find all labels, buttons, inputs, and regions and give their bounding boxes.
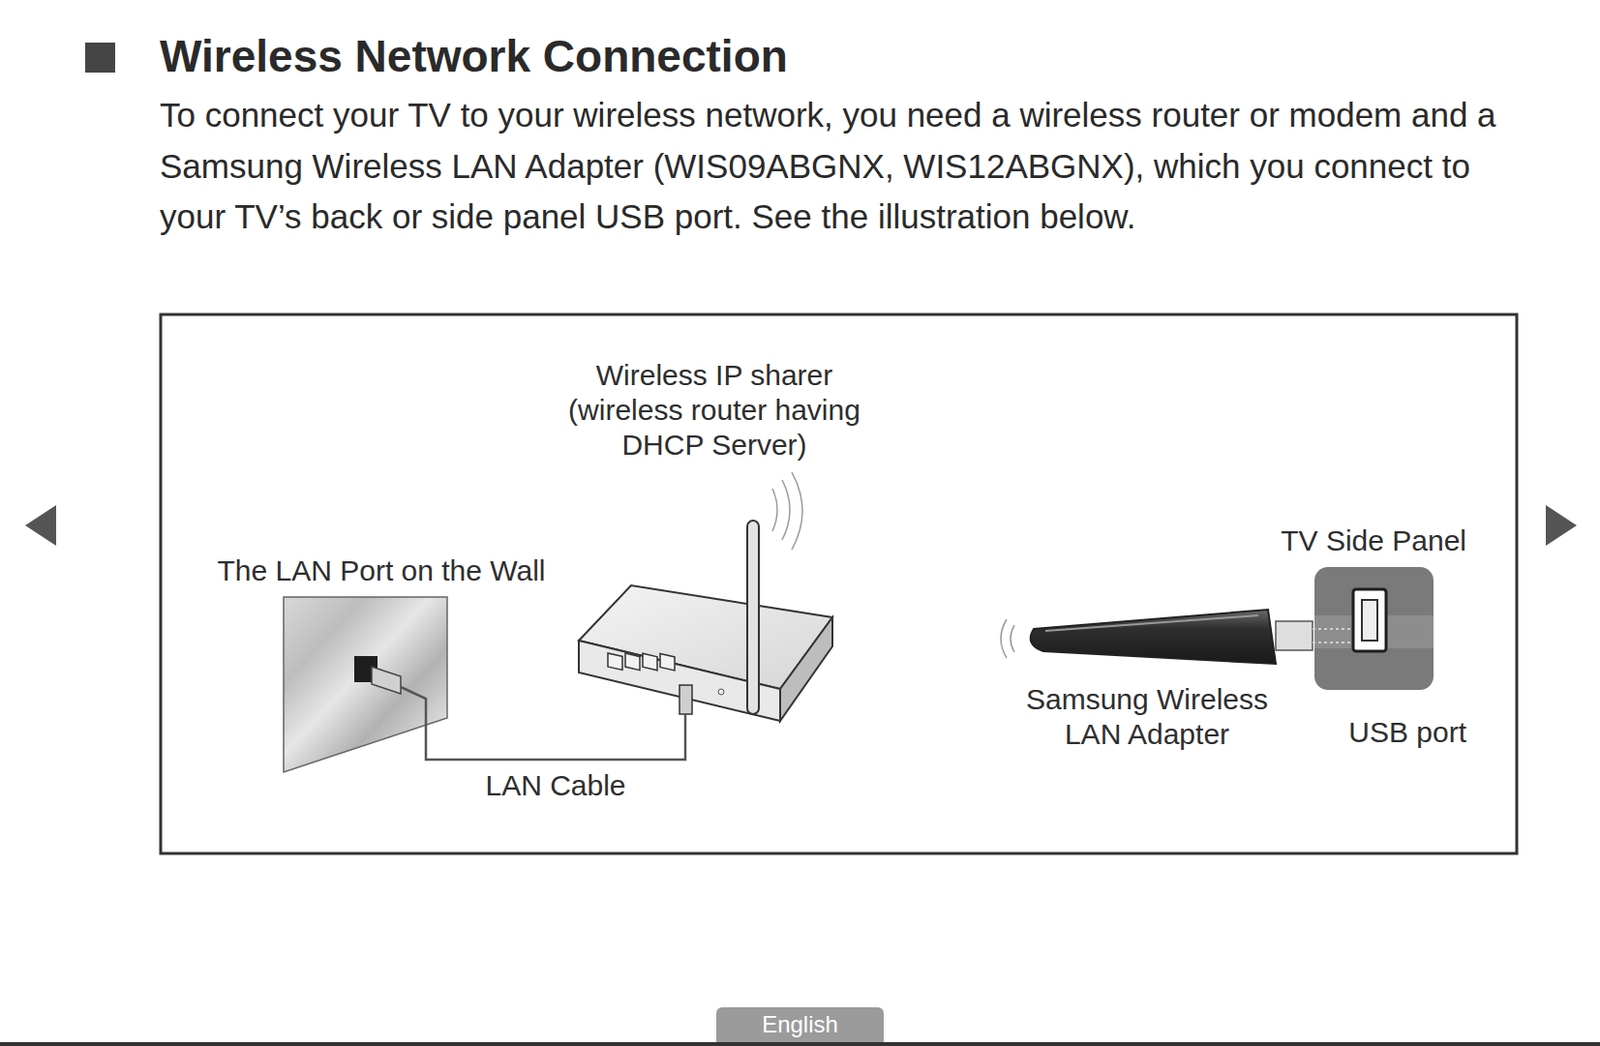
body-paragraph: To connect your TV to your wireless netw… xyxy=(159,90,1501,243)
router-antenna xyxy=(747,520,759,715)
adapter-connector xyxy=(1275,621,1313,651)
wall-node: The LAN Port on the Wall xyxy=(211,553,551,755)
prev-arrow xyxy=(25,505,57,546)
router-plug xyxy=(679,685,693,715)
signal-wave xyxy=(1010,625,1015,653)
cable-label: LAN Cable xyxy=(484,768,626,804)
language-tab: English xyxy=(716,1007,884,1043)
illustration-frame xyxy=(160,314,1517,854)
wall-illustration xyxy=(283,597,448,773)
signal-wave xyxy=(782,480,790,541)
router-port xyxy=(625,653,640,670)
router-side xyxy=(780,617,833,722)
router-port xyxy=(642,653,658,670)
signal-wave xyxy=(1000,619,1007,659)
router-label: Wireless IP sharer (wireless router havi… xyxy=(549,358,879,463)
wireless-adapter xyxy=(1030,609,1276,665)
usb-port xyxy=(1353,589,1387,652)
adapter-node: Samsung Wireless LAN Adapter xyxy=(1001,595,1293,753)
insert-guide xyxy=(1312,628,1354,631)
adapter-highlight xyxy=(1045,615,1259,632)
cable-segment xyxy=(400,687,426,755)
lan-cable xyxy=(425,730,686,760)
router-led xyxy=(718,689,725,695)
router-port xyxy=(660,653,675,670)
insert-guide xyxy=(1312,641,1354,644)
next-arrow xyxy=(1545,505,1577,546)
cable-segment xyxy=(684,714,688,731)
language-badge: English xyxy=(716,1007,884,1043)
port-label: USB port xyxy=(1348,715,1467,751)
page-title: Wireless Network Connection xyxy=(159,29,788,84)
signal-wave xyxy=(791,472,803,550)
title-bullet xyxy=(85,42,116,73)
wall-port-label: The LAN Port on the Wall xyxy=(211,553,551,589)
router-port xyxy=(607,653,623,670)
side-panel-node: TV Side PanelUSB port xyxy=(1258,523,1467,751)
usb-slot xyxy=(1361,600,1378,641)
signal-wave xyxy=(772,488,778,532)
cable-plug xyxy=(371,666,401,695)
router-node: Wireless IP sharer (wireless router havi… xyxy=(549,358,879,731)
adapter-label: Samsung Wireless LAN Adapter xyxy=(1021,682,1273,753)
bottom-rule xyxy=(0,1042,1600,1046)
panel-label: TV Side Panel xyxy=(1280,523,1467,559)
